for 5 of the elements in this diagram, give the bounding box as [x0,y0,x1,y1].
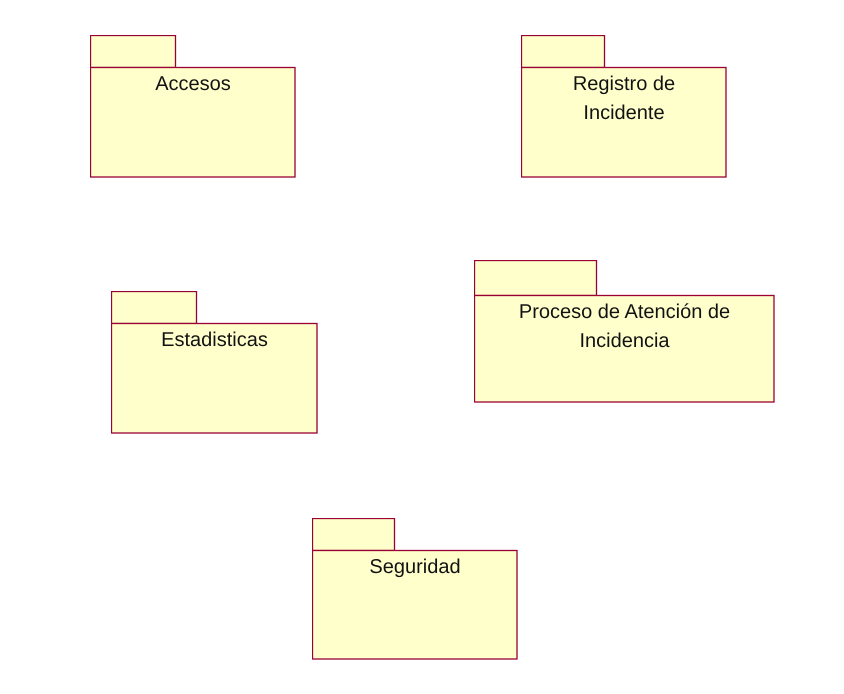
package-name: Registro de Incidente [572,72,676,126]
package-name: Accesos [154,72,232,97]
package-name: Proceso de Atención de Incidencia [518,300,732,354]
package-name: Estadisticas [160,328,269,353]
package-name: Seguridad [368,555,462,580]
